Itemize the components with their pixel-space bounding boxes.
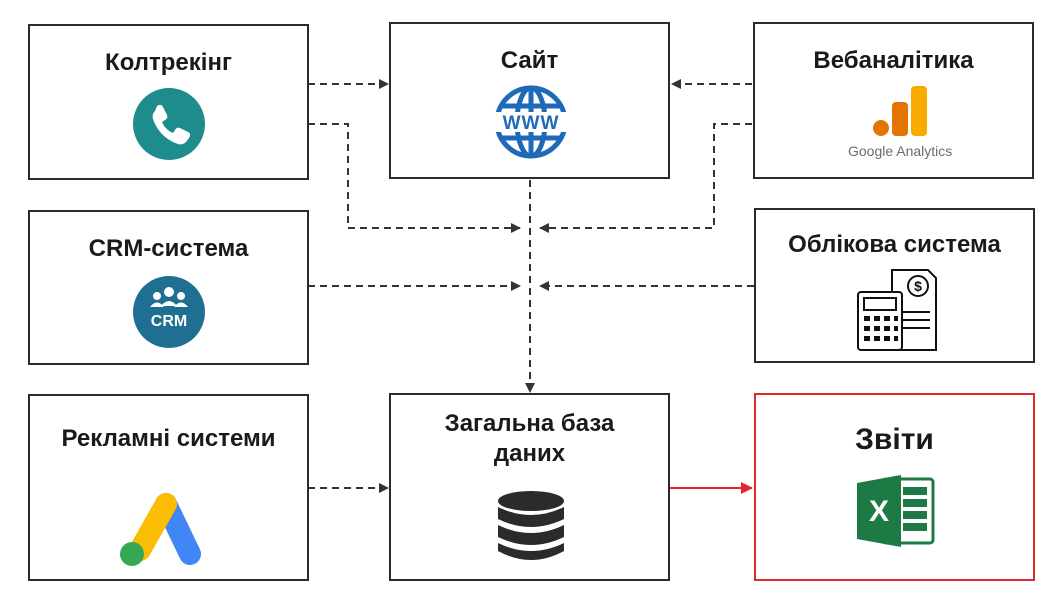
google-analytics-logo: [873, 86, 927, 136]
node-accounting: Облікова система $: [754, 208, 1035, 363]
phone-icon: [133, 88, 205, 160]
node-crm: CRM-система CRM: [28, 210, 309, 365]
svg-text:$: $: [914, 278, 922, 294]
google-ads-logo: [120, 493, 201, 566]
edge-calltracking-merge: [308, 123, 521, 233]
node-site-label: Сайт: [500, 47, 559, 74]
crm-icon: CRM: [133, 276, 205, 348]
svg-text:WWW: WWW: [503, 113, 560, 134]
node-webanalytics: Вебаналітика Google Analytics: [753, 22, 1034, 179]
www-globe-icon: WWW: [493, 85, 569, 159]
google-analytics-label: Google Analytics: [848, 143, 953, 159]
node-site: Сайт WWW: [389, 22, 670, 179]
node-database-label-line1: Загальна база: [444, 410, 615, 437]
node-reports-label: Звіти: [855, 423, 934, 456]
node-database-label-line2: даних: [493, 440, 566, 467]
edge-webanalytics-merge: [539, 123, 752, 233]
node-calltracking: Колтрекінг: [28, 24, 309, 180]
calculator-invoice-icon: $: [857, 269, 937, 351]
crm-icon-text: CRM: [151, 313, 187, 330]
node-reports: Звіти X: [754, 393, 1035, 581]
svg-text:X: X: [869, 495, 889, 528]
node-database: Загальна база даних: [389, 393, 670, 581]
database-icon: [498, 491, 564, 560]
excel-icon: X: [857, 475, 935, 547]
node-crm-label: CRM-система: [88, 235, 249, 262]
node-ads: Рекламні системи: [28, 394, 309, 581]
node-calltracking-label: Колтрекінг: [105, 49, 232, 76]
node-accounting-label: Облікова система: [788, 231, 1001, 258]
node-webanalytics-label: Вебаналітика: [813, 47, 974, 74]
node-ads-label: Рекламні системи: [61, 425, 276, 452]
